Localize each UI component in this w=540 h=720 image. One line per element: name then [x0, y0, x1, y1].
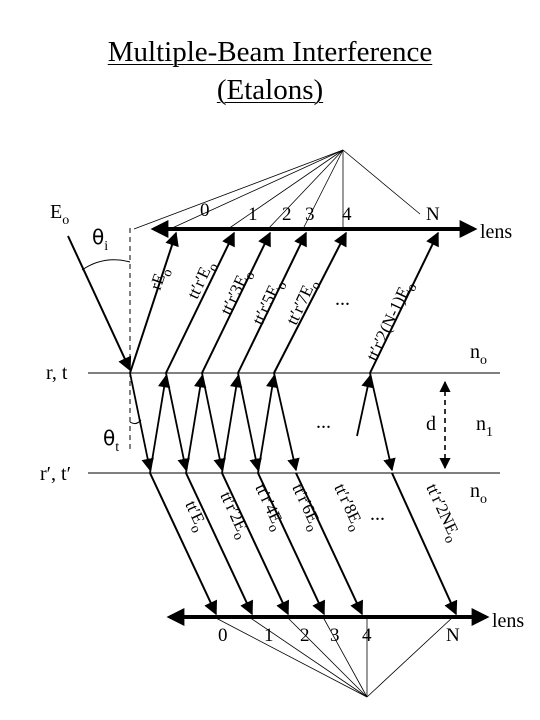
bottom-index: 0 [218, 625, 228, 646]
top-interface-label: r, t [46, 362, 68, 384]
diagram-title-line-1: Multiple-Beam Interference [107, 36, 433, 68]
bottom-index: 2 [300, 625, 310, 646]
bottom-interface-label: r′, t′ [40, 463, 71, 485]
medium-outer-top-label: no [470, 341, 487, 368]
top-lens-label: lens [480, 221, 512, 243]
reflected-beam-label: rEo [146, 264, 176, 294]
reflected-beam-label: tt′r′Eo [183, 257, 222, 303]
top-index: 0 [200, 200, 210, 221]
top-index: N [426, 204, 440, 225]
transmitted-beam-label: tt′Eo [177, 498, 212, 536]
top-index: 2 [282, 204, 292, 225]
top-index: 4 [342, 204, 352, 225]
reflected-beam-label: tt′r′5Eo [248, 276, 290, 330]
bottom-focal-fan [213, 616, 454, 698]
bottom-index: N [446, 625, 460, 646]
bottom-lens-label: lens [492, 610, 524, 632]
top-index: 1 [248, 204, 258, 225]
ellipsis-top: ... [335, 288, 350, 310]
incident-ray [67, 235, 132, 372]
transmitted-beam-label: tt′r′2NEo [418, 481, 465, 546]
ellipsis-middle: ... [316, 411, 331, 433]
medium-inner-label: n1 [476, 413, 493, 440]
incidence-angle-arc [81, 259, 131, 271]
transmitted-beam-label: tt′r′2Eo [212, 489, 254, 543]
incident-field-label: Eo [50, 201, 69, 228]
bottom-index: 1 [264, 625, 274, 646]
bottom-beam-indices: 0 1 2 3 4 N [218, 625, 460, 646]
top-focal-fan [133, 149, 421, 230]
top-beam-indices: 0 1 2 3 4 N [200, 200, 440, 225]
transmitted-beam-label: tt′r′6Eo [284, 481, 326, 535]
transmitted-beam-labels: tt′Eo tt′r′2Eo tt′r′4Eo tt′r′6Eo tt′r′8E… [177, 481, 465, 546]
bottom-index: 3 [330, 625, 340, 646]
thickness-label: d [426, 413, 436, 435]
medium-outer-bottom-label: no [470, 480, 487, 507]
ellipsis-bottom: ... [370, 503, 385, 525]
diagram-title-line-2: (Etalons) [216, 74, 324, 106]
top-index: 3 [305, 204, 315, 225]
internal-reflections [129, 372, 396, 474]
reflected-rays [129, 231, 439, 374]
transmitted-beam-label: tt′r′8Eo [326, 481, 368, 535]
transmission-angle-label: θt [103, 426, 119, 455]
incidence-angle-label: θi [92, 225, 108, 254]
transmitted-rays [149, 472, 458, 616]
reflected-beam-label: tt′r′7Eo [282, 276, 324, 330]
bottom-index: 4 [362, 625, 372, 646]
reflected-beam-label: tt′r′2(N-1)Eo [362, 278, 420, 366]
reflected-beam-labels: rEo tt′r′Eo tt′r′3Eo tt′r′5Eo tt′r′7Eo t… [146, 257, 421, 366]
